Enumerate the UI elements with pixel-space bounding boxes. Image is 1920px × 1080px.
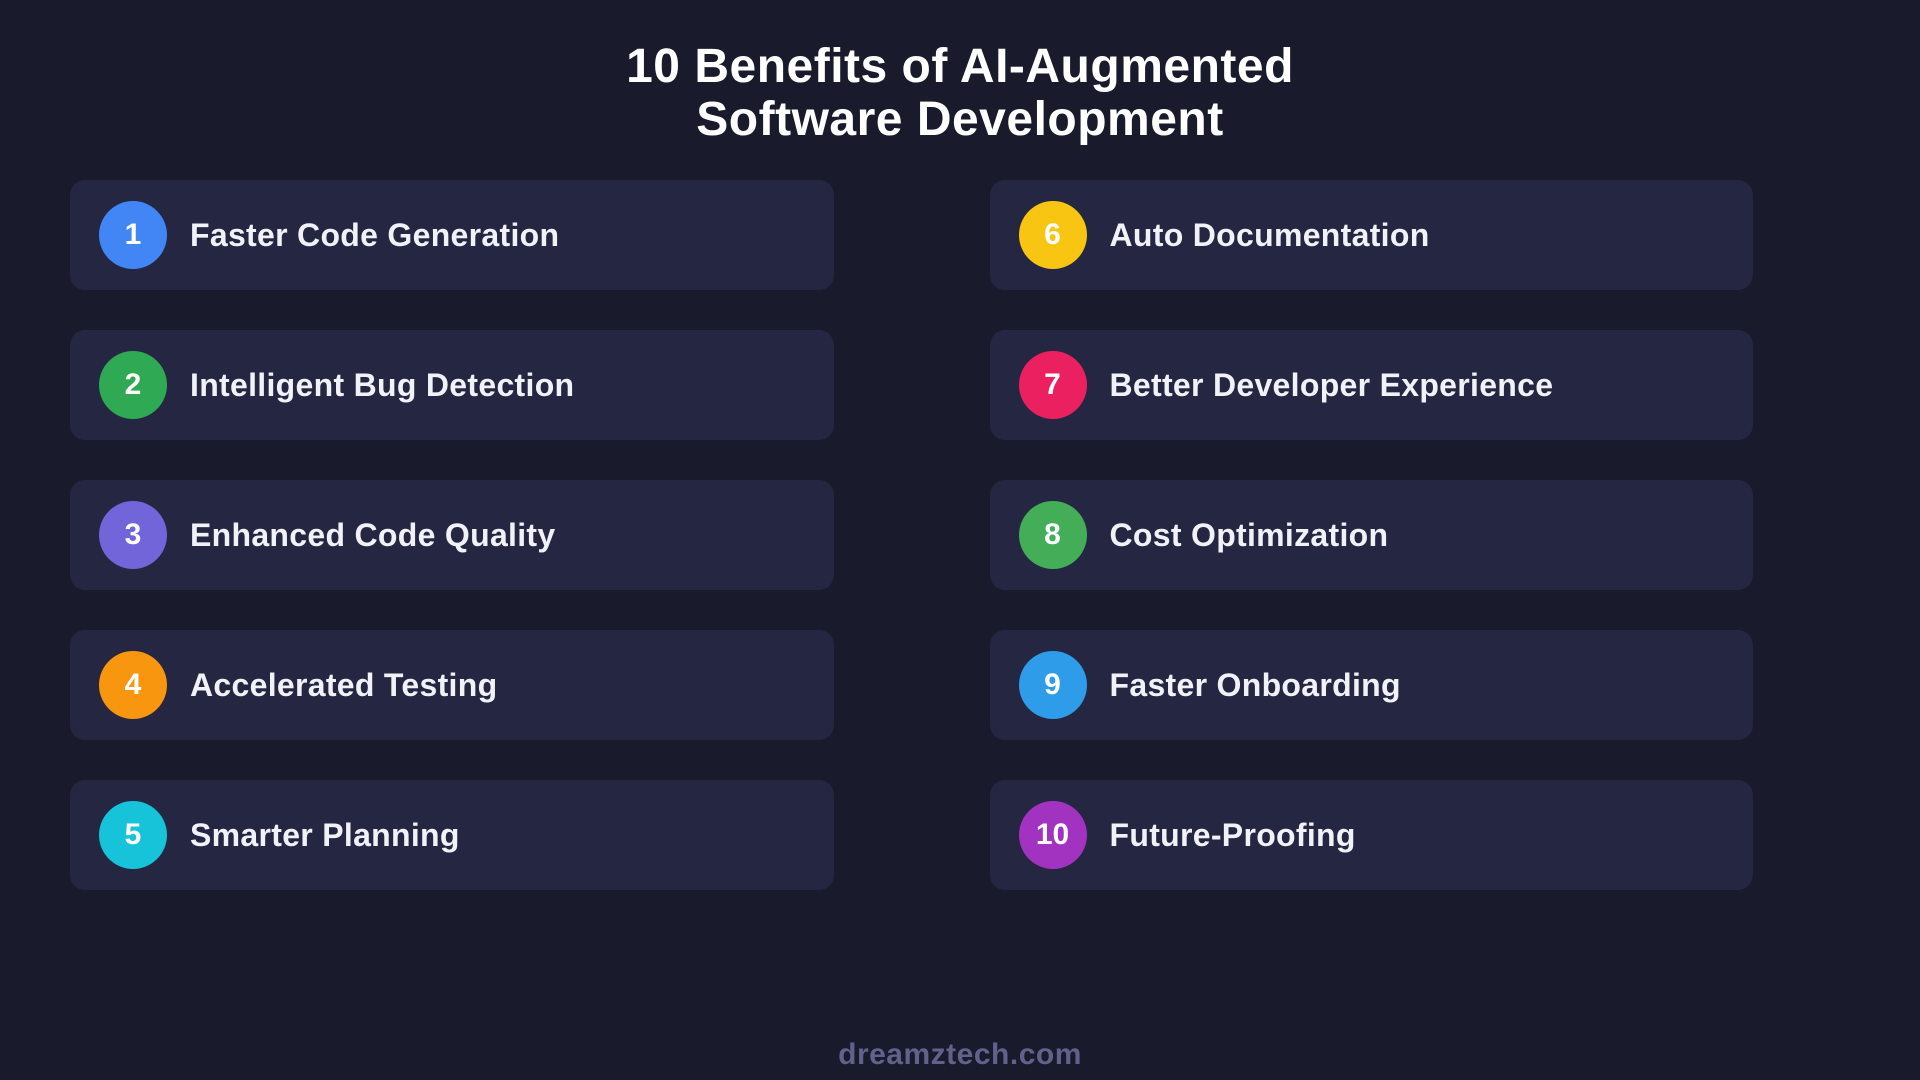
benefit-label: Faster Onboarding: [1109, 666, 1401, 703]
benefit-label: Accelerated Testing: [190, 666, 498, 703]
benefit-card-1: 1 Faster Code Generation: [70, 180, 834, 290]
benefit-number-badge: 9: [1018, 651, 1087, 719]
benefit-number-badge: 2: [99, 351, 167, 419]
page-title: 10 Benefits of AI-Augmented Software Dev…: [0, 40, 1920, 146]
benefit-number-badge: 10: [1018, 801, 1087, 869]
benefits-column-right: 6 Auto Documentation 7 Better Developer …: [989, 180, 1753, 890]
benefit-label: Enhanced Code Quality: [190, 516, 556, 553]
benefit-label: Intelligent Bug Detection: [190, 366, 575, 403]
benefits-grid: 1 Faster Code Generation 2 Intelligent B…: [70, 180, 1753, 890]
benefit-label: Auto Documentation: [1109, 216, 1430, 253]
benefit-number-badge: 1: [99, 201, 167, 269]
benefit-card-6: 6 Auto Documentation: [989, 180, 1753, 290]
benefit-card-9: 9 Faster Onboarding: [989, 630, 1753, 740]
benefit-label: Cost Optimization: [1109, 516, 1389, 553]
benefit-label: Better Developer Experience: [1109, 366, 1554, 403]
footer-url: dreamztech.com: [838, 1038, 1082, 1071]
benefit-card-10: 10 Future-Proofing: [989, 780, 1753, 890]
benefit-label: Smarter Planning: [190, 816, 460, 853]
benefits-column-left: 1 Faster Code Generation 2 Intelligent B…: [70, 180, 834, 890]
benefit-number-badge: 8: [1018, 501, 1087, 569]
benefit-card-3: 3 Enhanced Code Quality: [70, 480, 834, 590]
benefit-number-badge: 7: [1018, 351, 1087, 419]
benefit-card-2: 2 Intelligent Bug Detection: [70, 330, 834, 440]
benefit-card-4: 4 Accelerated Testing: [70, 630, 834, 740]
benefit-card-8: 8 Cost Optimization: [989, 480, 1753, 590]
benefit-number-badge: 3: [99, 501, 167, 569]
benefit-label: Faster Code Generation: [190, 216, 560, 253]
benefit-number-badge: 5: [99, 801, 167, 869]
page-title-line-1: 10 Benefits of AI-Augmented: [626, 40, 1294, 93]
benefit-card-7: 7 Better Developer Experience: [989, 330, 1753, 440]
benefit-number-badge: 4: [99, 651, 167, 719]
benefit-card-5: 5 Smarter Planning: [70, 780, 834, 890]
benefit-label: Future-Proofing: [1109, 816, 1356, 853]
page-title-line-2: Software Development: [696, 93, 1224, 146]
benefit-number-badge: 6: [1018, 201, 1087, 269]
